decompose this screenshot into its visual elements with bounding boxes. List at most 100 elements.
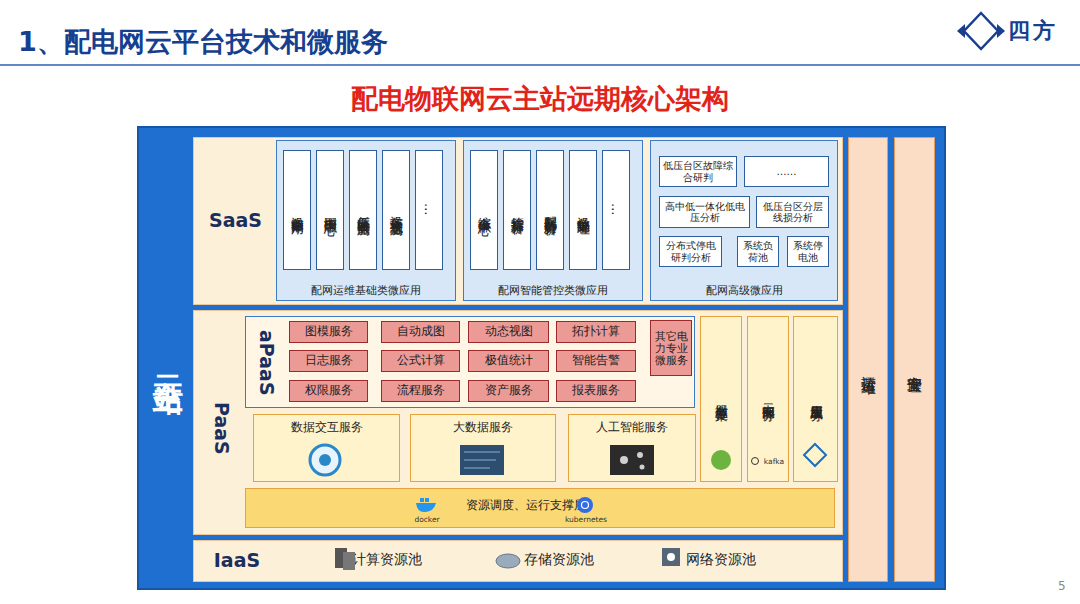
node-label: 拓扑计算 [558, 323, 634, 341]
node-label: 流程服务 [383, 382, 458, 400]
layer-band: SaaS配网运维基础类微应用设备即插即用图模管理中心低压台区实时监测设备环境状态… [193, 137, 843, 305]
service-box: 报表服务 [556, 380, 636, 402]
node-label: 配网运行趋势分析 [538, 152, 562, 268]
node-label: 日志服务 [291, 352, 366, 370]
app-box: 设备缺陷管理 [569, 150, 597, 270]
app-box: 图模管理中心 [316, 150, 344, 270]
resource-label: 存储资源池 [524, 549, 624, 571]
slide-heading: 1、配电网云平台技术和微服务 [18, 22, 598, 62]
app-box: …… [744, 156, 829, 187]
node-label: 报表服务 [558, 382, 634, 400]
data-exchange-icon [310, 445, 340, 475]
node-label: 配网智能管控类微应用 [464, 281, 642, 299]
node-label: 图模服务 [291, 323, 366, 341]
node-label: 设备环境状态监测 [384, 152, 408, 268]
service-box: 日志服务 [289, 350, 368, 372]
kubernetes-icon [577, 497, 593, 513]
app-box: 设备环境状态监测 [382, 150, 410, 270]
app-box: 低压台区故障综合研判 [659, 156, 737, 187]
app-box: … [415, 150, 443, 270]
node-label: 综合事件中心 [472, 152, 496, 268]
node-label: 权限服务 [291, 382, 366, 400]
service-box: 极值统计 [468, 350, 549, 372]
node-label: 系统停电池 [789, 238, 827, 265]
service-box: 公式计算 [381, 350, 460, 372]
node-label: 公式计算 [383, 352, 458, 370]
node-label: 资源调度、运行支撑层 [444, 496, 608, 516]
big-data-icon [460, 445, 504, 475]
side-bar: 运营运维 [848, 137, 888, 582]
app-box: 系统停电池 [787, 236, 829, 267]
app-box: 分布式停电研判分析 [659, 236, 722, 267]
storage-icon [496, 554, 520, 568]
ai-icon [610, 445, 654, 475]
service-box: 应用集成服务 [793, 316, 838, 482]
app-group: 配网智能管控类微应用 综合事件中心管控指标分析配网运行趋势分析设备缺陷管理 … [463, 140, 643, 301]
service-box: 权限服务 [289, 380, 368, 402]
node-label: SaaS [194, 138, 277, 304]
service-box: 数据交互服务 [253, 414, 400, 482]
diagram-title: 配电物联网云主站远期核心架构 [240, 80, 840, 118]
app-group: 配网运维基础类微应用设备即插即用图模管理中心低压台区实时监测设备环境状态监测… [276, 140, 456, 301]
company-logo [957, 13, 1005, 49]
node-label: 低压台区实时监测 [351, 152, 375, 268]
network-icon [662, 548, 680, 566]
runtime-layer: docker资源调度、运行支撑层kubernetes [245, 488, 835, 528]
node-label: aPaaS [252, 323, 280, 403]
app-box: 综合事件中心 [470, 150, 498, 270]
docker-icon [416, 498, 436, 512]
service-box: 人工智能服务 [568, 414, 696, 482]
resource-label: 计算资源池 [352, 549, 452, 571]
node-label: 管控指标分析 [505, 152, 529, 268]
node-label: 云主站 [145, 298, 191, 418]
node-label: 其它电力专业微服务 [652, 322, 690, 374]
node-label: 低压台区分层线损分析 [758, 198, 827, 226]
node-label: 极值统计 [470, 352, 547, 370]
kafka-icon [752, 458, 759, 465]
app-box: 管控指标分析 [503, 150, 531, 270]
node-label: 云中间件服务 [748, 347, 788, 447]
node-label: IaaS [202, 541, 272, 581]
service-box: 流程服务 [381, 380, 460, 402]
service-group: aPaaS 图模服务自动成图动态视图拓扑计算日志服务公式计算极值统计智能告警权限服… [245, 316, 695, 408]
node-label: 图模管理中心 [318, 152, 342, 268]
node-label: 自动成图 [383, 323, 458, 341]
node-label: …… [746, 158, 827, 185]
node-label: 人工智能服务 [569, 419, 695, 437]
service-box: 动态视图 [468, 321, 549, 343]
node-label: 系统负荷池 [739, 238, 777, 265]
compute-icon [335, 548, 355, 570]
node-label: 安全管理 [895, 316, 934, 416]
node-label: 动态视图 [470, 323, 547, 341]
node-label: 应用集成服务 [794, 347, 837, 447]
node-label: 智能告警 [558, 352, 634, 370]
app-box: 配网运行趋势分析 [536, 150, 564, 270]
node-label: 设备缺陷管理 [571, 152, 595, 268]
node-label: … [417, 152, 441, 268]
spring-icon [711, 450, 731, 470]
app-box: 高中低一体化低电压分析 [659, 196, 750, 228]
integration-icon [804, 444, 826, 466]
resource-label: 网络资源池 [686, 549, 786, 571]
app-box: … [602, 150, 630, 270]
service-box: 微服务框架 [700, 316, 742, 482]
page-number: 5 [1058, 578, 1078, 594]
node-label: kubernetes [564, 515, 608, 525]
node-label: … [604, 152, 628, 268]
header-rule [0, 64, 1080, 66]
side-bar: 安全管理 [894, 137, 935, 582]
service-box: 资产服务 [468, 380, 549, 402]
node-label: kafka [759, 456, 789, 468]
node-label: 配网运维基础类微应用 [277, 281, 455, 299]
node-label: 高中低一体化低电压分析 [661, 198, 748, 226]
node-label: PaaS [206, 383, 236, 473]
node-label: 数据交互服务 [254, 419, 399, 437]
node-label: 资产服务 [470, 382, 547, 400]
service-box: 其它电力专业微服务 [650, 320, 692, 376]
app-box: 低压台区实时监测 [349, 150, 377, 270]
service-box: 智能告警 [556, 350, 636, 372]
node-label: docker [409, 515, 445, 525]
platform-frame: 云主站SaaS配网运维基础类微应用设备即插即用图模管理中心低压台区实时监测设备环… [137, 126, 946, 590]
node-label: 低压台区故障综合研判 [661, 158, 735, 185]
